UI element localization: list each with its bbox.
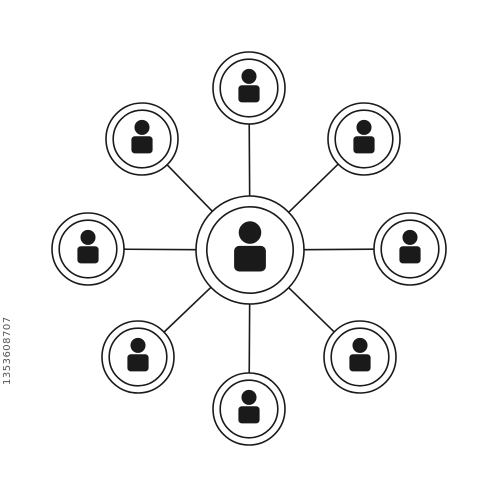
node-top — [212, 51, 286, 125]
node-left — [51, 212, 125, 286]
connection-line-bottom-left — [163, 286, 212, 333]
hub-node — [195, 195, 305, 305]
node-right — [373, 212, 447, 286]
node-top-right — [327, 102, 401, 176]
node-bottom-right — [323, 320, 397, 394]
person-icon — [238, 389, 260, 424]
stock-id-watermark: 1353608707 — [2, 316, 13, 385]
connection-lines — [123, 123, 375, 374]
person-icon — [349, 337, 371, 372]
node-bottom — [212, 372, 286, 446]
person-icon — [238, 68, 260, 103]
person-icon — [77, 229, 99, 264]
node-bottom-left — [101, 320, 175, 394]
person-icon — [399, 229, 421, 264]
connection-line-top-left — [166, 164, 213, 212]
person-icon — [131, 119, 153, 154]
node-top-left — [105, 102, 179, 176]
network-nodes — [51, 51, 447, 446]
connection-line-top-right — [288, 163, 339, 213]
connection-line-bottom-right — [288, 287, 335, 333]
person-icon — [234, 221, 266, 272]
person-icon — [353, 119, 375, 154]
person-icon — [127, 337, 149, 372]
